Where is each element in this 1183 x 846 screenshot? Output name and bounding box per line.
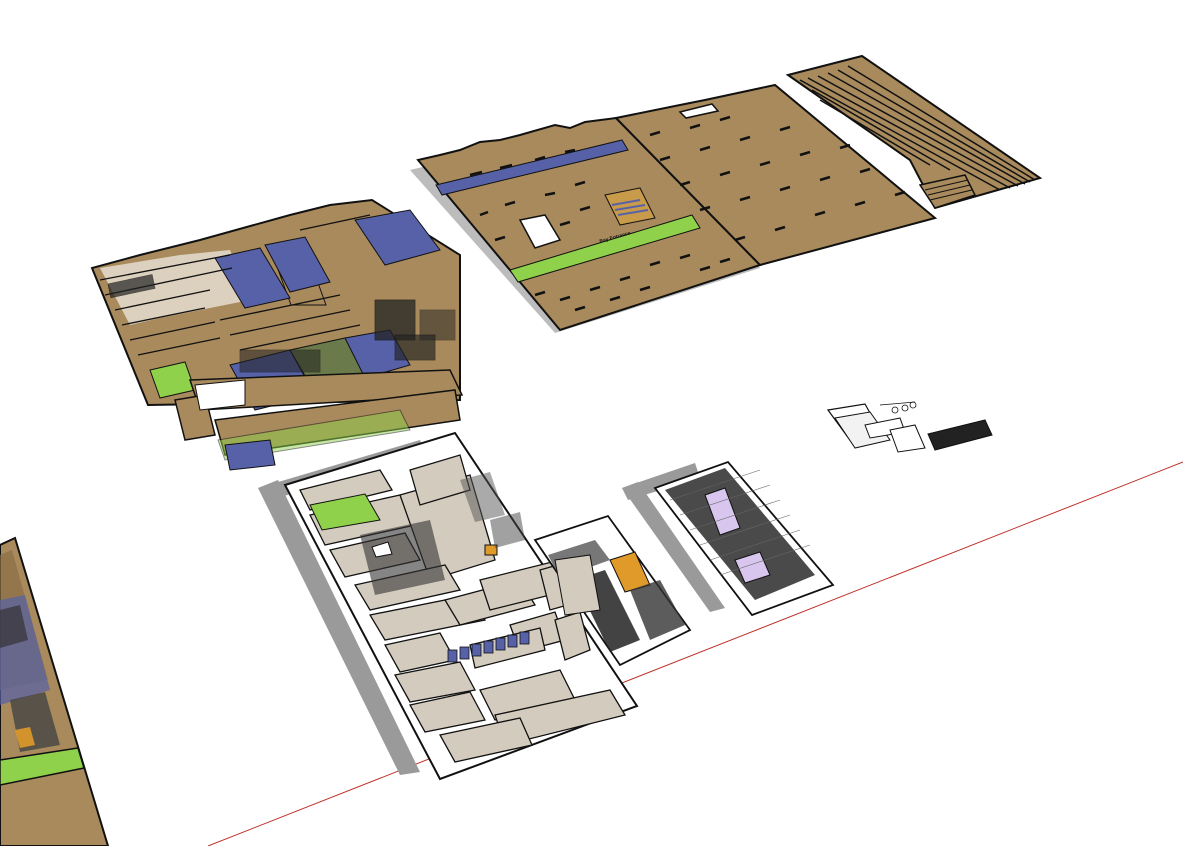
sheet-small-orange[interactable] — [533, 514, 692, 667]
sheet-large-base-right[interactable] — [613, 83, 938, 267]
red-axis-line — [207, 461, 1183, 846]
sheet-strips[interactable] — [785, 54, 1043, 210]
circuit-detail — [604, 187, 656, 226]
sheet-parts-grid[interactable] — [90, 198, 464, 471]
sheet-large-base-left[interactable]: Bay Entrance — [410, 116, 762, 333]
model-edge-left[interactable] — [0, 536, 110, 846]
sheet-dark-parts[interactable] — [622, 460, 835, 617]
assembly-small[interactable] — [826, 401, 993, 453]
sheet-printed-parts[interactable] — [258, 431, 639, 781]
